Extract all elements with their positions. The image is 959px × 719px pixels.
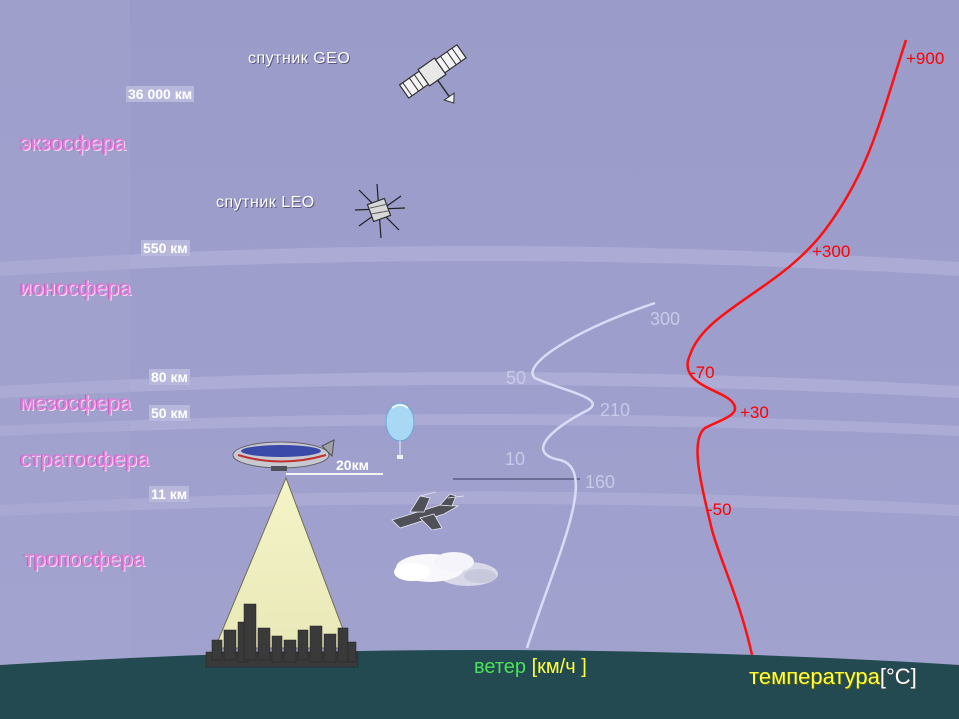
cloud-icon <box>394 552 498 586</box>
temperature-profile-line <box>686 39 908 656</box>
satellite-leo-label: спутник LEO <box>216 194 315 211</box>
temperature-value: +30 <box>740 403 769 422</box>
wind-profile-line <box>525 301 656 649</box>
wind-value: 10 <box>505 449 526 469</box>
left-strip <box>0 0 130 719</box>
altitude-stratopause: 50 км <box>149 405 190 421</box>
satellite-geo-label: спутник GEO <box>248 50 351 67</box>
altitude-leo: 550 км <box>141 240 190 256</box>
layer-stratosphere: стратосфера <box>20 448 150 471</box>
city-skyline-icon <box>205 603 359 668</box>
altitude-balloon: 20км <box>336 457 369 473</box>
band-stratosphere <box>0 414 959 436</box>
satellite-leo-icon <box>354 183 406 239</box>
airship-icon <box>232 439 335 471</box>
wind-axis-label: ветер [км/ч ] <box>474 656 587 678</box>
wind-value: 160 <box>585 472 616 492</box>
temperature-axis-label: температура[°C] <box>749 664 917 689</box>
satellite-geo-icon <box>398 43 467 104</box>
altitude-mesopause: 80 км <box>149 369 190 385</box>
layer-mesosphere: мезосфера <box>20 392 132 415</box>
layer-ionosphere: ионосфера <box>20 277 132 300</box>
wind-value: 210 <box>600 400 631 420</box>
band-ionosphere <box>0 246 959 276</box>
wind-value: 300 <box>650 309 681 329</box>
layer-troposphere: тропосфера <box>24 548 145 571</box>
altitude-tropopause: 11 км <box>149 486 190 502</box>
wind-value: 50 <box>506 368 527 388</box>
layer-exosphere: экзосфера <box>20 132 126 155</box>
temperature-value: +300 <box>812 242 851 261</box>
airplane-icon <box>391 491 465 531</box>
altitude-geo: 36 000 км <box>126 86 195 102</box>
band-mesosphere <box>0 372 959 398</box>
temperature-value: +900 <box>906 49 945 68</box>
band-troposphere <box>0 491 959 516</box>
temperature-value: -70 <box>690 363 715 382</box>
temperature-value: -50 <box>707 500 732 519</box>
weather-balloon-icon <box>385 402 415 459</box>
